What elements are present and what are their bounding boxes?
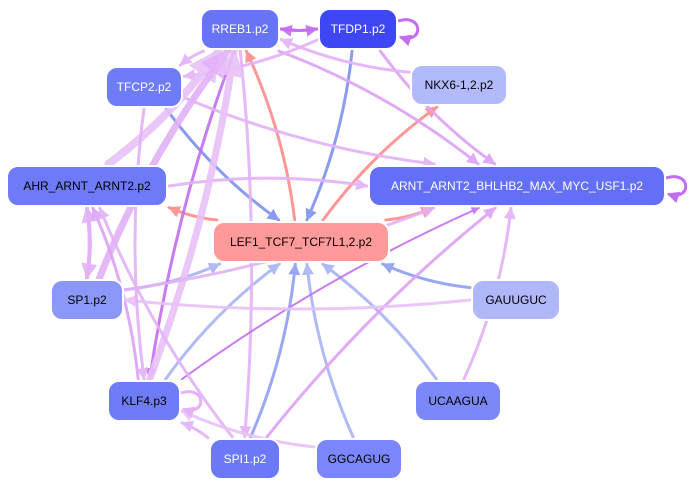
edge-tfcp2-p2-to-arnt-arnt2-bhlhb2-max-myc-usf1-p2 (182, 96, 436, 169)
node-label-lef1-tcf7-tcf7l1-2-p2: LEF1_TCF7_TCF7L1,2.p2 (230, 235, 372, 249)
node-label-spi1-p2: SPI1.p2 (224, 452, 267, 466)
edge-gauuguc-to-sp1-p2 (123, 295, 472, 311)
edge-rreb1-p2-to-tfcp2-p2 (178, 49, 206, 67)
node-box-tfdp1-p2[interactable] (318, 8, 398, 50)
edge-lef1-tcf7-tcf7l1-2-p2-to-nkx6-1-2-p2 (321, 105, 439, 222)
node-ggcagug[interactable]: GGCAGUG (315, 438, 403, 480)
node-box-ahr-arnt-arnt2-p2[interactable] (6, 165, 168, 207)
node-box-tfcp2-p2[interactable] (105, 66, 183, 108)
self-loop-klf4-p3 (180, 390, 203, 419)
node-tfcp2-p2[interactable]: TFCP2.p2 (105, 66, 183, 108)
node-box-lef1-tcf7-tcf7l1-2-p2[interactable] (212, 221, 390, 263)
edge-ggcagug-to-lef1-tcf7-tcf7l1-2-p2 (302, 262, 355, 439)
edge-tfdp1-p2-to-rreb1-p2 (279, 24, 319, 37)
node-tfdp1-p2[interactable]: TFDP1.p2 (318, 8, 398, 50)
node-ucaagua[interactable]: UCAAGUA (414, 380, 502, 422)
node-box-spi1-p2[interactable] (209, 438, 281, 480)
edge-sp1-p2-to-ahr-arnt-arnt2-p2 (81, 206, 98, 280)
edge-tfdp1-p2-to-arnt-arnt2-bhlhb2-max-myc-usf1-p2 (378, 49, 497, 166)
edge-klf4-p3-to-lef1-tcf7-tcf7l1-2-p2 (164, 262, 281, 381)
edge-spi1-p2-to-lef1-tcf7-tcf7l1-2-p2 (249, 262, 301, 439)
node-label-arnt-arnt2-bhlhb2-max-myc-usf1-p2: ARNT_ARNT2_BHLHB2_MAX_MYC_USF1.p2 (391, 179, 643, 193)
node-sp1-p2[interactable]: SP1.p2 (50, 279, 124, 321)
node-rreb1-p2[interactable]: RREB1.p2 (200, 8, 280, 50)
edge-tfdp1-p2-to-lef1-tcf7-tcf7l1-2-p2 (305, 49, 354, 222)
node-label-nkx6-1-2-p2: NKX6-1,2.p2 (425, 78, 494, 92)
node-box-klf4-p3[interactable] (107, 380, 181, 422)
node-arnt-arnt2-bhlhb2-max-myc-usf1-p2[interactable]: ARNT_ARNT2_BHLHB2_MAX_MYC_USF1.p2 (368, 165, 666, 207)
node-label-tfdp1-p2: TFDP1.p2 (331, 22, 386, 36)
edge-ahr-arnt-arnt2-p2-to-arnt-arnt2-bhlhb2-max-myc-usf1-p2 (167, 176, 369, 191)
self-loop-tfdp1-p2 (397, 18, 420, 47)
edge-lef1-tcf7-tcf7l1-2-p2-to-ahr-arnt-arnt2-p2 (167, 206, 219, 222)
node-box-gauuguc[interactable] (471, 279, 561, 321)
node-spi1-p2[interactable]: SPI1.p2 (209, 438, 281, 480)
node-box-arnt-arnt2-bhlhb2-max-myc-usf1-p2[interactable] (368, 165, 666, 207)
node-klf4-p3[interactable]: KLF4.p3 (107, 380, 181, 422)
self-loop-arnt-arnt2-bhlhb2-max-myc-usf1-p2 (665, 175, 688, 204)
node-label-klf4-p3: KLF4.p3 (121, 394, 167, 408)
node-gauuguc[interactable]: GAUUGUC (471, 279, 561, 321)
node-lef1-tcf7-tcf7l1-2-p2[interactable]: LEF1_TCF7_TCF7L1,2.p2 (212, 221, 390, 263)
edge-lef1-tcf7-tcf7l1-2-p2-to-rreb1-p2 (244, 49, 297, 222)
node-box-ucaagua[interactable] (414, 380, 502, 422)
node-box-nkx6-1-2-p2[interactable] (410, 64, 508, 106)
edge-sp1-p2-to-rreb1-p2 (95, 47, 232, 282)
node-label-ggcagug: GGCAGUG (328, 452, 391, 466)
node-label-sp1-p2: SP1.p2 (67, 293, 107, 307)
edge-klf4-p3-to-arnt-arnt2-bhlhb2-max-myc-usf1-p2 (181, 207, 480, 381)
node-label-rreb1-p2: RREB1.p2 (212, 22, 269, 36)
node-label-tfcp2-p2: TFCP2.p2 (117, 80, 172, 94)
edge-spi1-p2-to-klf4-p3 (180, 421, 210, 440)
edge-ucaagua-to-lef1-tcf7-tcf7l1-2-p2 (321, 262, 438, 381)
node-box-ggcagug[interactable] (315, 438, 403, 480)
edge-gauuguc-to-lef1-tcf7-tcf7l1-2-p2 (381, 262, 472, 290)
node-box-rreb1-p2[interactable] (200, 8, 280, 50)
node-ahr-arnt-arnt2-p2[interactable]: AHR_ARNT_ARNT2.p2 (6, 165, 168, 207)
node-box-sp1-p2[interactable] (50, 279, 124, 321)
edge-rreb1-p2-to-arnt-arnt2-bhlhb2-max-myc-usf1-p2 (277, 49, 480, 166)
node-label-ucaagua: UCAAGUA (428, 394, 487, 408)
edge-spi1-p2-to-arnt-arnt2-bhlhb2-max-myc-usf1-p2 (265, 206, 497, 439)
edge-rreb1-p2-to-klf4-p3 (145, 49, 236, 381)
node-label-ahr-arnt-arnt2-p2: AHR_ARNT_ARNT2.p2 (23, 179, 151, 193)
node-nkx6-1-2-p2[interactable]: NKX6-1,2.p2 (410, 64, 508, 106)
edge-spi1-p2-to-ahr-arnt-arnt2-p2 (98, 206, 234, 439)
edge-nkx6-1-2-p2-to-rreb1-p2 (279, 38, 411, 74)
edge-tfcp2-p2-to-klf4-p3 (133, 107, 149, 381)
edge-ggcagug-to-klf4-p3 (180, 409, 316, 449)
node-label-gauuguc: GAUUGUC (485, 293, 547, 307)
